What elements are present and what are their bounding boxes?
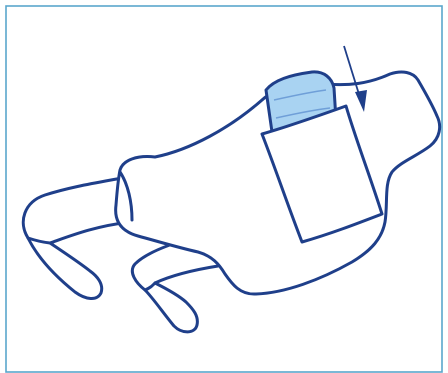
lower-strap-inner bbox=[145, 283, 155, 290]
left-strap-outer bbox=[23, 178, 130, 299]
